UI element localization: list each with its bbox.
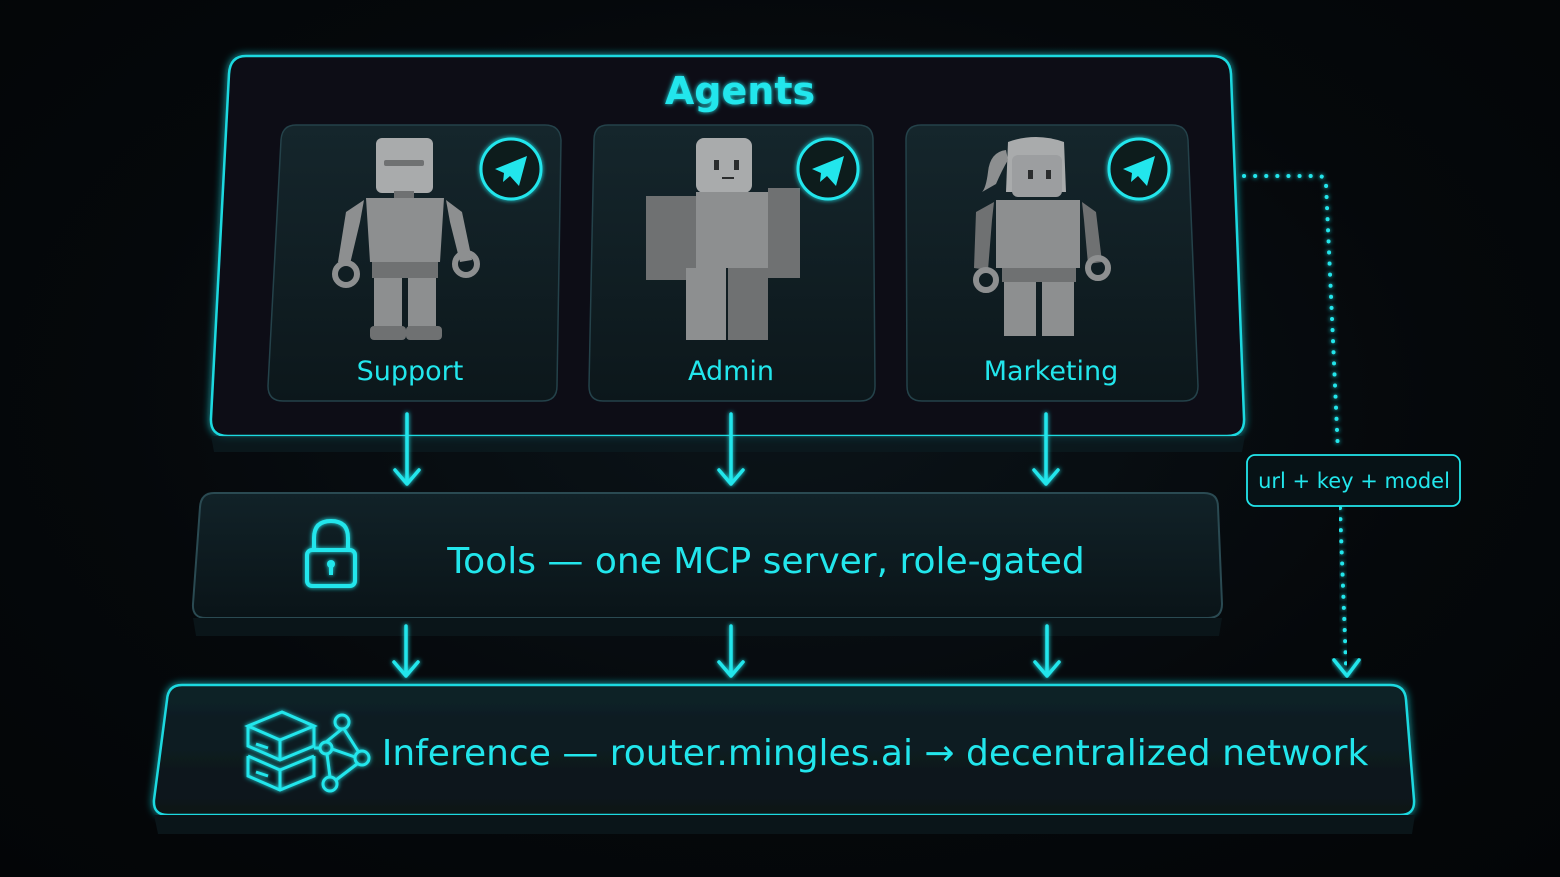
- agent-label-admin: Admin: [688, 356, 774, 387]
- telegram-icon[interactable]: [479, 137, 543, 201]
- agent-label-marketing: Marketing: [984, 356, 1119, 387]
- telegram-icon[interactable]: [796, 137, 860, 201]
- arrow-down: [392, 624, 420, 678]
- side-connector: url + key + model: [1242, 174, 1461, 678]
- arrow-down: [393, 412, 421, 486]
- telegram-icon[interactable]: [1107, 137, 1171, 201]
- agent-card-marketing[interactable]: Marketing: [905, 124, 1199, 402]
- arrow-down: [1032, 412, 1060, 486]
- robot-figure: [332, 138, 480, 340]
- arrow-down: [717, 412, 745, 486]
- arrows-agents-to-tools: [393, 412, 1060, 486]
- ponytail-figure: [973, 137, 1111, 336]
- tools-layer: Tools — one MCP server, role-gated: [191, 492, 1224, 636]
- arrows-tools-to-inference: [392, 624, 1061, 678]
- arrow-down: [717, 624, 745, 678]
- side-link-badge: url + key + model: [1246, 454, 1461, 507]
- lock-icon: [305, 518, 357, 588]
- blocky-figure: [646, 138, 800, 340]
- arrow-down: [1033, 624, 1061, 678]
- arrow-down: [1332, 658, 1361, 678]
- agent-label-support: Support: [357, 356, 464, 387]
- inference-layer: Inference — router.mingles.ai → decentra…: [152, 683, 1416, 834]
- agents-title: Agents: [665, 69, 815, 113]
- agent-card-support[interactable]: Support: [267, 124, 562, 402]
- inference-label: Inference — router.mingles.ai → decentra…: [382, 733, 1369, 774]
- agent-card-admin[interactable]: Admin: [588, 124, 876, 402]
- side-link-label: url + key + model: [1258, 469, 1450, 493]
- tools-label: Tools — one MCP server, role-gated: [446, 541, 1084, 582]
- server-network-icon: [244, 710, 371, 793]
